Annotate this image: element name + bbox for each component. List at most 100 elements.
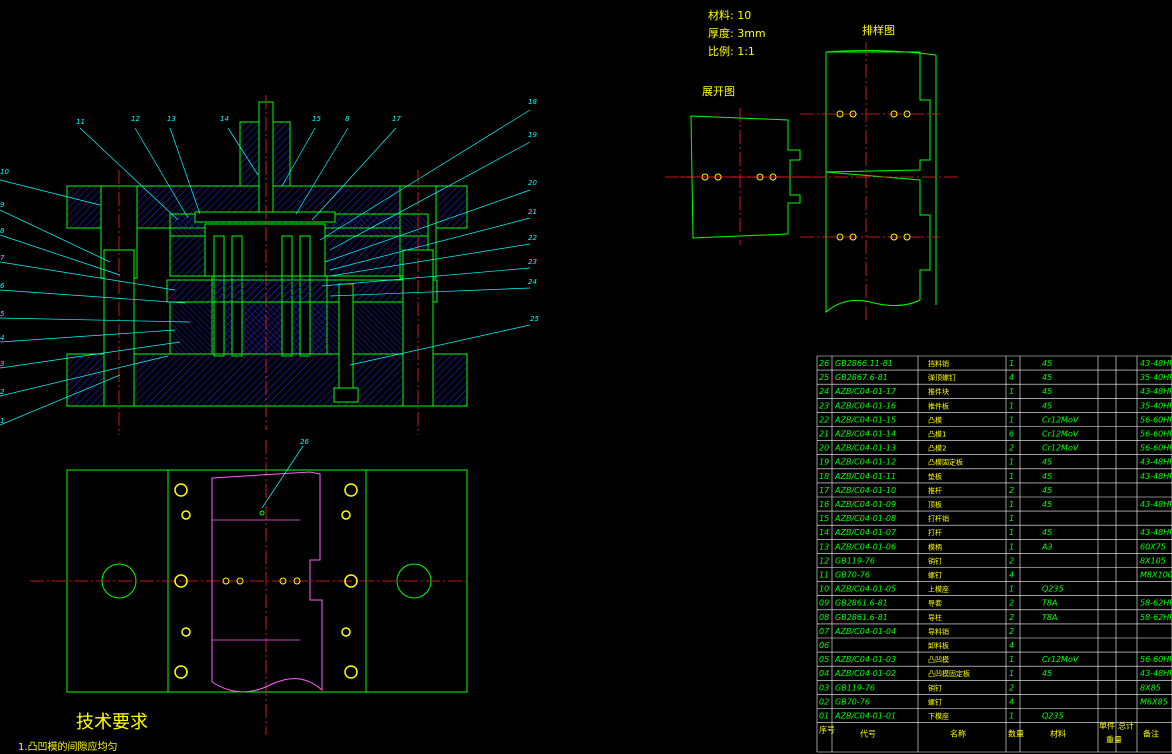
bom-cell-no: 10 [819,585,829,594]
bom-cell-remark: M8X100 [1140,571,1172,580]
bom-cell-qty: 1 [1009,500,1014,509]
bom-cell-name: 销钉 [928,683,942,692]
bom-cell-material: Cr12MoV [1042,415,1079,424]
bom-cell-material: 45 [1042,359,1052,368]
bom-cell-qty: 1 [1009,585,1014,594]
bom-cell-material: 45 [1042,528,1052,537]
bom-cell-code: GB119-76 [835,556,875,565]
bom-cell-no: 20 [819,444,829,453]
bom-cell-name: 模柄 [928,542,942,551]
bom-cell-name: 打杆 [928,528,942,537]
bom-cell-material: 45 [1042,472,1052,481]
bom-cell-remark: M6X85 [1140,697,1168,706]
bom-cell-qty: 1 [1009,542,1014,551]
bom-cell-no: 26 [819,359,829,368]
bom-cell-no: 15 [819,514,829,523]
callout-22: 22 [528,234,537,242]
bom-cell-remark: 8X85 [1140,683,1161,692]
layout-title: 排样图 [862,23,895,37]
bom-cell-material: 45 [1042,373,1052,382]
callout-15: 15 [312,115,321,123]
bom-cell-qty: 2 [1009,683,1014,692]
bom-header-total: 总计 [1118,721,1134,731]
bom-cell-qty: 2 [1009,627,1014,636]
bom-cell-code: AZB/C04-01-02 [834,669,896,678]
bom-header-single: 单件 [1099,721,1115,731]
bom-cell-qty: 2 [1009,613,1014,622]
bom-cell-material: T8A [1042,599,1057,608]
plan-view [30,440,470,735]
bom-cell-name: 销钉 [928,556,942,565]
callout-14: 14 [220,115,229,123]
bom-cell-code: AZB/C04-01-15 [834,415,896,424]
bom-cell-name: 推杆 [928,486,942,495]
bom-cell-no: 21 [819,430,829,439]
bom-cell-name: 凸模 [928,415,942,424]
bom-cell-no: 11 [819,571,829,580]
bom-cell-qty: 1 [1009,514,1014,523]
bom-cell-no: 19 [819,458,829,467]
bom-cell-remark: 43-48HRC [1140,500,1172,509]
bom-cell-remark: 43-48HRC [1140,359,1172,368]
callout-11: 11 [76,118,85,126]
bom-cell-no: 24 [819,387,829,396]
callout-19: 19 [528,131,537,139]
bom-cell-remark: 58-62HRC [1140,613,1172,622]
bom-cell-code: GB70-76 [835,697,870,706]
bom-cell-name: 弹顶螺钉 [928,373,956,382]
bom-header-remark: 备注 [1143,729,1159,739]
bom-cell-qty: 4 [1009,571,1014,580]
bom-cell-material: Q235 [1042,585,1064,594]
lower-die-plan [66,469,468,693]
bom-cell-code: AZB/C04-01-04 [834,627,896,636]
bom-cell-remark: 60X75 [1140,542,1166,551]
unfold-title: 展开图 [702,85,735,98]
bom-cell-no: 25 [819,373,829,382]
bom-cell-name: 挡料销 [928,359,949,368]
bom-cell-remark: 43-48HRC [1140,458,1172,467]
bom-cell-no: 09 [819,599,829,608]
material-text: 材料: 10 [708,8,751,22]
bom-cell-code: GB119-76 [835,683,875,692]
bom-cell-name: 凸模1 [928,430,946,439]
bom-cell-qty: 6 [1009,430,1014,439]
bom-cell-no: 06 [819,641,829,650]
bom-cell-qty: 4 [1009,697,1014,706]
bom-cell-name: 凸模2 [928,444,946,453]
callout-left-1: 1 [0,417,4,425]
bom-cell-code: AZB/C04-01-17 [834,387,897,396]
callout-20: 20 [528,179,537,187]
bom-cell-name: 凸模固定板 [928,458,963,467]
bom-cell-material: Cr12MoV [1042,430,1079,439]
bom-cell-qty: 1 [1009,655,1014,664]
spring-screw [338,283,354,397]
bom-cell-remark: 8X105 [1140,556,1166,565]
callouts-left: 10 9 8 7 6 5 4 3 2 1 [0,168,9,425]
bom-cell-material: 45 [1042,401,1052,410]
bom-cell-no: 13 [819,542,829,551]
bom-cell-code: AZB/C04-01-01 [834,712,896,721]
bom-cell-qty: 1 [1009,387,1014,396]
bom-table: 26GB2866.11-81挡料销14543-48HRC25GB2867.6-8… [816,355,1172,753]
bom-header-material: 材料 [1050,729,1066,739]
bom-cell-no: 03 [819,683,829,692]
bom-cell-qty: 4 [1009,641,1014,650]
bom-cell-material: 45 [1042,458,1052,467]
bom-cell-code: GB2866.11-81 [835,359,893,368]
callout-21: 21 [528,208,537,216]
bom-cell-name: 推件板 [928,401,949,410]
bom-cell-qty: 1 [1009,415,1014,424]
bom-cell-remark: 56-60HRC [1140,444,1172,453]
bom-cell-remark: 43-48HRC [1140,669,1172,678]
bom-cell-code: AZB/C04-01-11 [834,472,896,481]
callout-25: 25 [530,315,539,323]
bom-cell-code: AZB/C04-01-05 [834,585,896,594]
callout-leaders [0,109,531,509]
bom-cell-qty: 2 [1009,486,1014,495]
callout-24: 24 [528,278,537,286]
bom-header-weight: 重量 [1106,735,1122,745]
callout-left-3: 3 [0,360,4,368]
bom-cell-name: 打杆销 [928,514,949,523]
callout-left-9: 9 [0,201,5,209]
callout-left-6: 6 [0,282,5,290]
